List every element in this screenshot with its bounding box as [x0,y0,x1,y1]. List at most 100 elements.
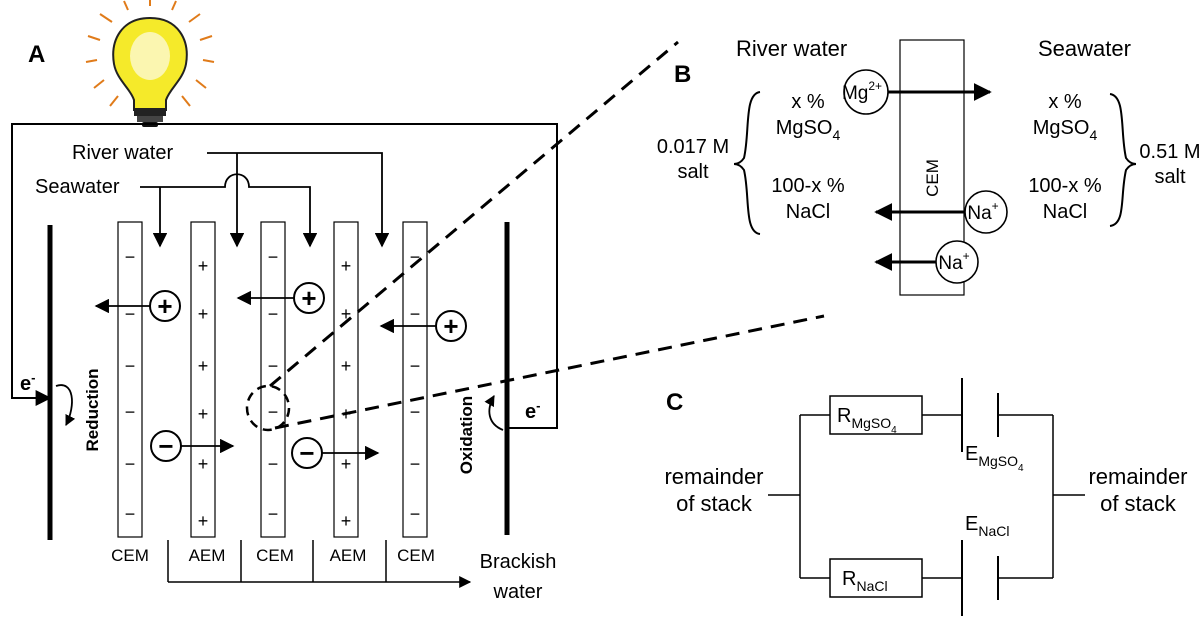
membrane-aem-1 [190,221,216,538]
svg-text:−: − [268,247,279,267]
svg-text:Mg2+: Mg2+ [842,79,882,104]
panel-b-letter: B [674,61,691,88]
membrane-cem-1 [117,221,143,538]
membrane-cem-2 [260,221,286,538]
svg-text:+: + [198,304,209,324]
battery-nacl-label: ENaCl [965,513,1009,539]
right-mgso4: MgSO4 [1033,117,1098,143]
right-salt: salt [1154,166,1186,188]
svg-text:−: − [410,247,421,267]
battery-nacl [961,540,999,616]
circuit-wire-right [150,123,558,429]
left-brace [733,91,761,235]
electron-label-right: e- [525,398,540,423]
svg-text:+: + [341,256,352,276]
light-bulb-icon [85,0,215,127]
seawater-feed [140,173,318,248]
resistor-nacl [829,558,923,598]
svg-text:−: − [268,304,279,324]
cation-1: + [94,290,181,322]
membrane-label-3: CEM [256,546,294,565]
svg-text:+: + [198,404,209,424]
svg-text:−: − [158,431,173,461]
reduction-label: Reduction [83,368,102,451]
battery-mgso4 [961,378,999,452]
svg-text:+: + [198,256,209,276]
svg-text:+: + [341,304,352,324]
svg-text:+: + [198,511,209,531]
na-ion-2: Na+ [874,240,979,284]
left-nacl: NaCl [786,201,830,223]
right-concentration: 0.51 M [1139,141,1200,163]
brackish-label-1: Brackish [480,551,557,573]
seawater-label: Seawater [35,176,120,198]
svg-text:−: − [410,454,421,474]
svg-text:−: − [410,504,421,524]
svg-text:−: − [410,356,421,376]
svg-text:+: + [341,511,352,531]
svg-text:−: − [125,247,136,267]
cation-2: + [236,282,325,314]
zoom-circle [245,384,291,432]
cem-membrane-label: CEM [923,159,942,197]
panel-a-letter: A [28,41,45,68]
river-water-feed [207,152,390,248]
left-rest-percent: 100-x % [771,175,845,197]
panel-a: A [11,0,825,603]
river-water-label: River water [72,142,173,164]
panel-b: B River water Seawater CEM x % MgSO4 100… [657,36,1200,296]
brackish-label-2: water [493,581,543,603]
oxidation-arrow [484,395,504,431]
zoom-line-bottom [274,314,825,430]
panel-c: C remainder of stack remainder of stack … [664,378,1188,616]
right-brace [1109,93,1137,227]
membrane-label-5: CEM [397,546,435,565]
svg-text:−: − [268,454,279,474]
oxidation-label: Oxidation [457,396,476,474]
svg-text:+: + [198,356,209,376]
svg-text:+: + [341,356,352,376]
membrane-label-4: AEM [330,546,367,565]
cation-3: + [379,310,467,342]
right-rest-percent: 100-x % [1028,175,1102,197]
svg-text:−: − [268,402,279,422]
remainder-right-2: of stack [1100,491,1177,516]
remainder-left-2: of stack [676,491,753,516]
svg-text:Na+: Na+ [967,199,998,224]
panel-c-letter: C [666,389,683,416]
left-concentration: 0.017 M [657,136,729,158]
membrane-cem-3 [402,221,428,538]
remainder-right-1: remainder [1088,464,1187,489]
svg-text:+: + [198,454,209,474]
left-mgso4: MgSO4 [776,117,841,143]
svg-text:−: − [125,304,136,324]
remainder-left-1: remainder [664,464,763,489]
membrane-label-2: AEM [189,546,226,565]
circuit-wires [768,414,1085,579]
membrane-aem-2 [333,221,359,538]
svg-text:−: − [410,304,421,324]
right-x-percent: x % [1048,91,1082,113]
anion-2: − [291,437,380,469]
na-ion-1: Na+ [874,190,1008,234]
left-x-percent: x % [791,91,825,113]
anion-1: − [150,430,235,462]
svg-text:−: − [268,504,279,524]
svg-text:Na+: Na+ [938,249,969,274]
right-nacl: NaCl [1043,201,1087,223]
svg-text:+: + [157,291,172,321]
svg-text:+: + [341,454,352,474]
resistor-mgso4 [829,395,923,435]
svg-text:−: − [410,402,421,422]
left-salt: salt [677,161,709,183]
circuit-wire-left [11,123,150,406]
brackish-outlet [167,540,472,588]
mg-ion: Mg2+ [842,69,992,115]
membrane-label-1: CEM [111,546,149,565]
river-water-title: River water [736,36,847,61]
svg-text:−: − [125,454,136,474]
seawater-title: Seawater [1038,36,1131,61]
zoom-line-top [269,40,679,388]
svg-text:−: − [268,356,279,376]
